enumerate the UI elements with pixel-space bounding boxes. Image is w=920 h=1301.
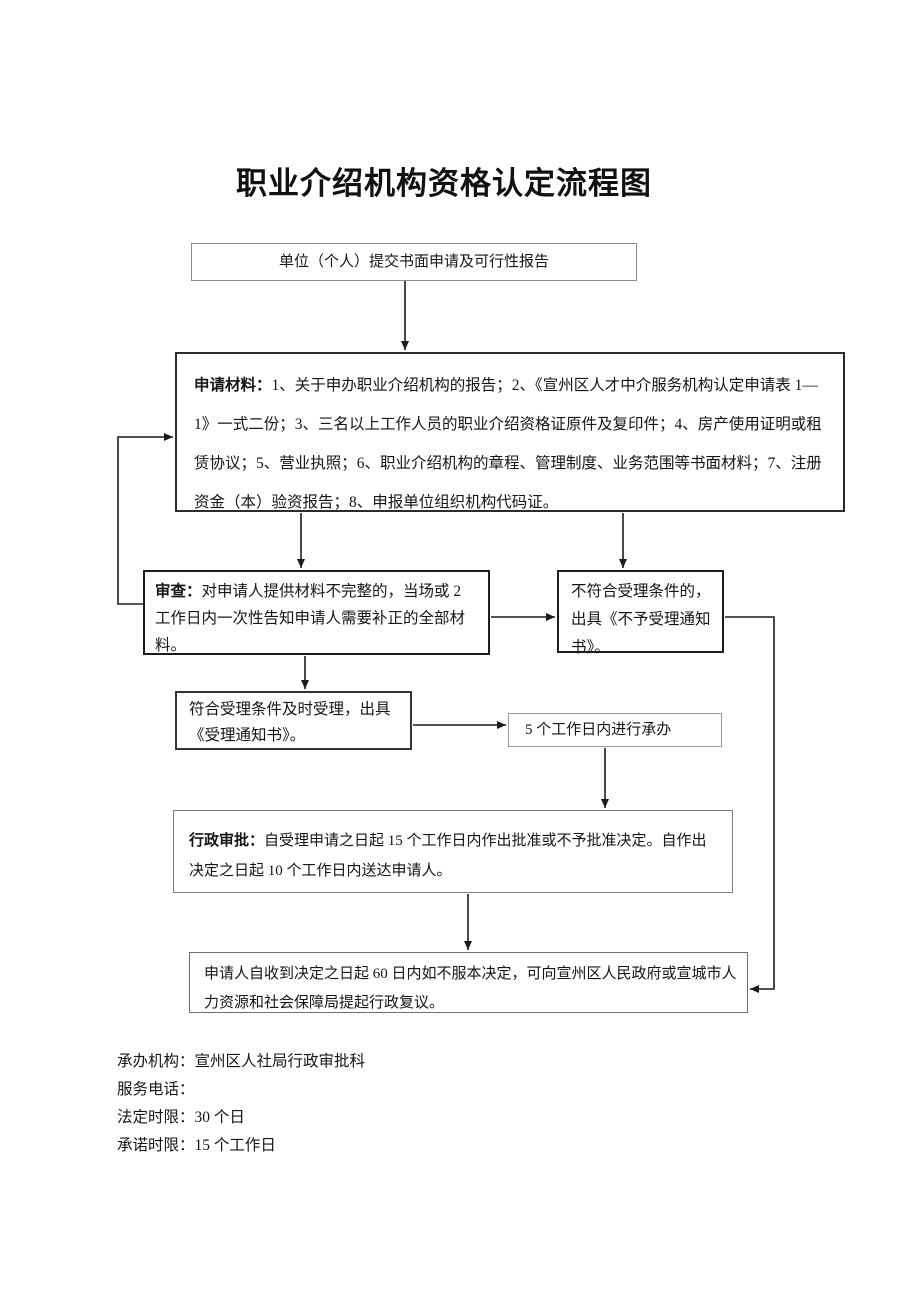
footer-phone-label: 服务电话： — [117, 1081, 195, 1098]
flow-node-administrative-reconsideration-text: 申请人自收到决定之日起 60 日内如不服本决定，可向宣州区人民政府或宣城市人力资… — [204, 966, 737, 1011]
flow-node-submit-application: 单位（个人）提交书面申请及可行性报告 — [191, 243, 637, 281]
flow-node-review-text: 对申请人提供材料不完整的，当场或 2 工作日内一次性告知申请人需要补正的全部材料… — [155, 583, 466, 654]
flow-node-submit-application-text: 单位（个人）提交书面申请及可行性报告 — [278, 253, 549, 270]
footer-promise-limit-row: 承诺时限：15 个工作日 — [117, 1132, 365, 1160]
footer-promise-limit-label: 承诺时限： — [117, 1137, 195, 1154]
flow-node-administrative-reconsideration: 申请人自收到决定之日起 60 日内如不服本决定，可向宣州区人民政府或宣城市人力资… — [189, 952, 748, 1013]
flow-node-handle-within-5-days: 5 个工作日内进行承办 — [508, 713, 722, 747]
flow-node-accept-notice: 符合受理条件及时受理，出具《受理通知书》。 — [175, 691, 412, 750]
footer-agency-label: 承办机构： — [117, 1053, 195, 1070]
footer-agency-row: 承办机构：宣州区人社局行政审批科 — [117, 1048, 365, 1076]
flow-node-application-materials-text: 1、关于申办职业介绍机构的报告；2、《宣州区人才中介服务机构认定申请表 1—1》… — [194, 377, 822, 511]
arrow-reject-to-appeal — [725, 616, 775, 993]
flow-node-review-label: 审查： — [155, 583, 202, 600]
footer-legal-limit-value: 30 个日 — [194, 1109, 245, 1126]
flow-node-application-materials: 申请材料：1、关于申办职业介绍机构的报告；2、《宣州区人才中介服务机构认定申请表… — [175, 352, 845, 512]
flow-node-administrative-approval-label: 行政审批： — [189, 832, 265, 849]
flow-node-handle-within-5-days-text: 5 个工作日内进行承办 — [525, 721, 672, 738]
flow-node-administrative-approval: 行政审批：自受理申请之日起 15 个工作日内作出批准或不予批准决定。自作出决定之… — [173, 810, 733, 893]
flow-node-application-materials-label: 申请材料： — [194, 377, 272, 394]
footer-promise-limit-value: 15 个工作日 — [194, 1137, 276, 1154]
page-title: 职业介绍机构资格认定流程图 — [236, 166, 652, 201]
footer-phone-row: 服务电话： — [117, 1076, 365, 1104]
flow-node-reject-notice-text: 不符合受理条件的，出具《不予受理通知书》。 — [571, 583, 711, 656]
footer-agency-value: 宣州区人社局行政审批科 — [194, 1053, 366, 1070]
flow-node-accept-notice-text: 符合受理条件及时受理，出具《受理通知书》。 — [189, 701, 391, 744]
flow-node-review: 审查：对申请人提供材料不完整的，当场或 2 工作日内一次性告知申请人需要补正的全… — [143, 570, 490, 655]
footer-legal-limit-row: 法定时限：30 个日 — [117, 1104, 365, 1132]
flow-node-reject-notice: 不符合受理条件的，出具《不予受理通知书》。 — [557, 570, 724, 656]
footer-info: 承办机构：宣州区人社局行政审批科 服务电话： 法定时限：30 个日 承诺时限：1… — [117, 1048, 365, 1160]
footer-legal-limit-label: 法定时限： — [117, 1109, 195, 1126]
flow-node-administrative-approval-text: 自受理申请之日起 15 个工作日内作出批准或不予批准决定。自作出决定之日起 10… — [189, 833, 707, 879]
